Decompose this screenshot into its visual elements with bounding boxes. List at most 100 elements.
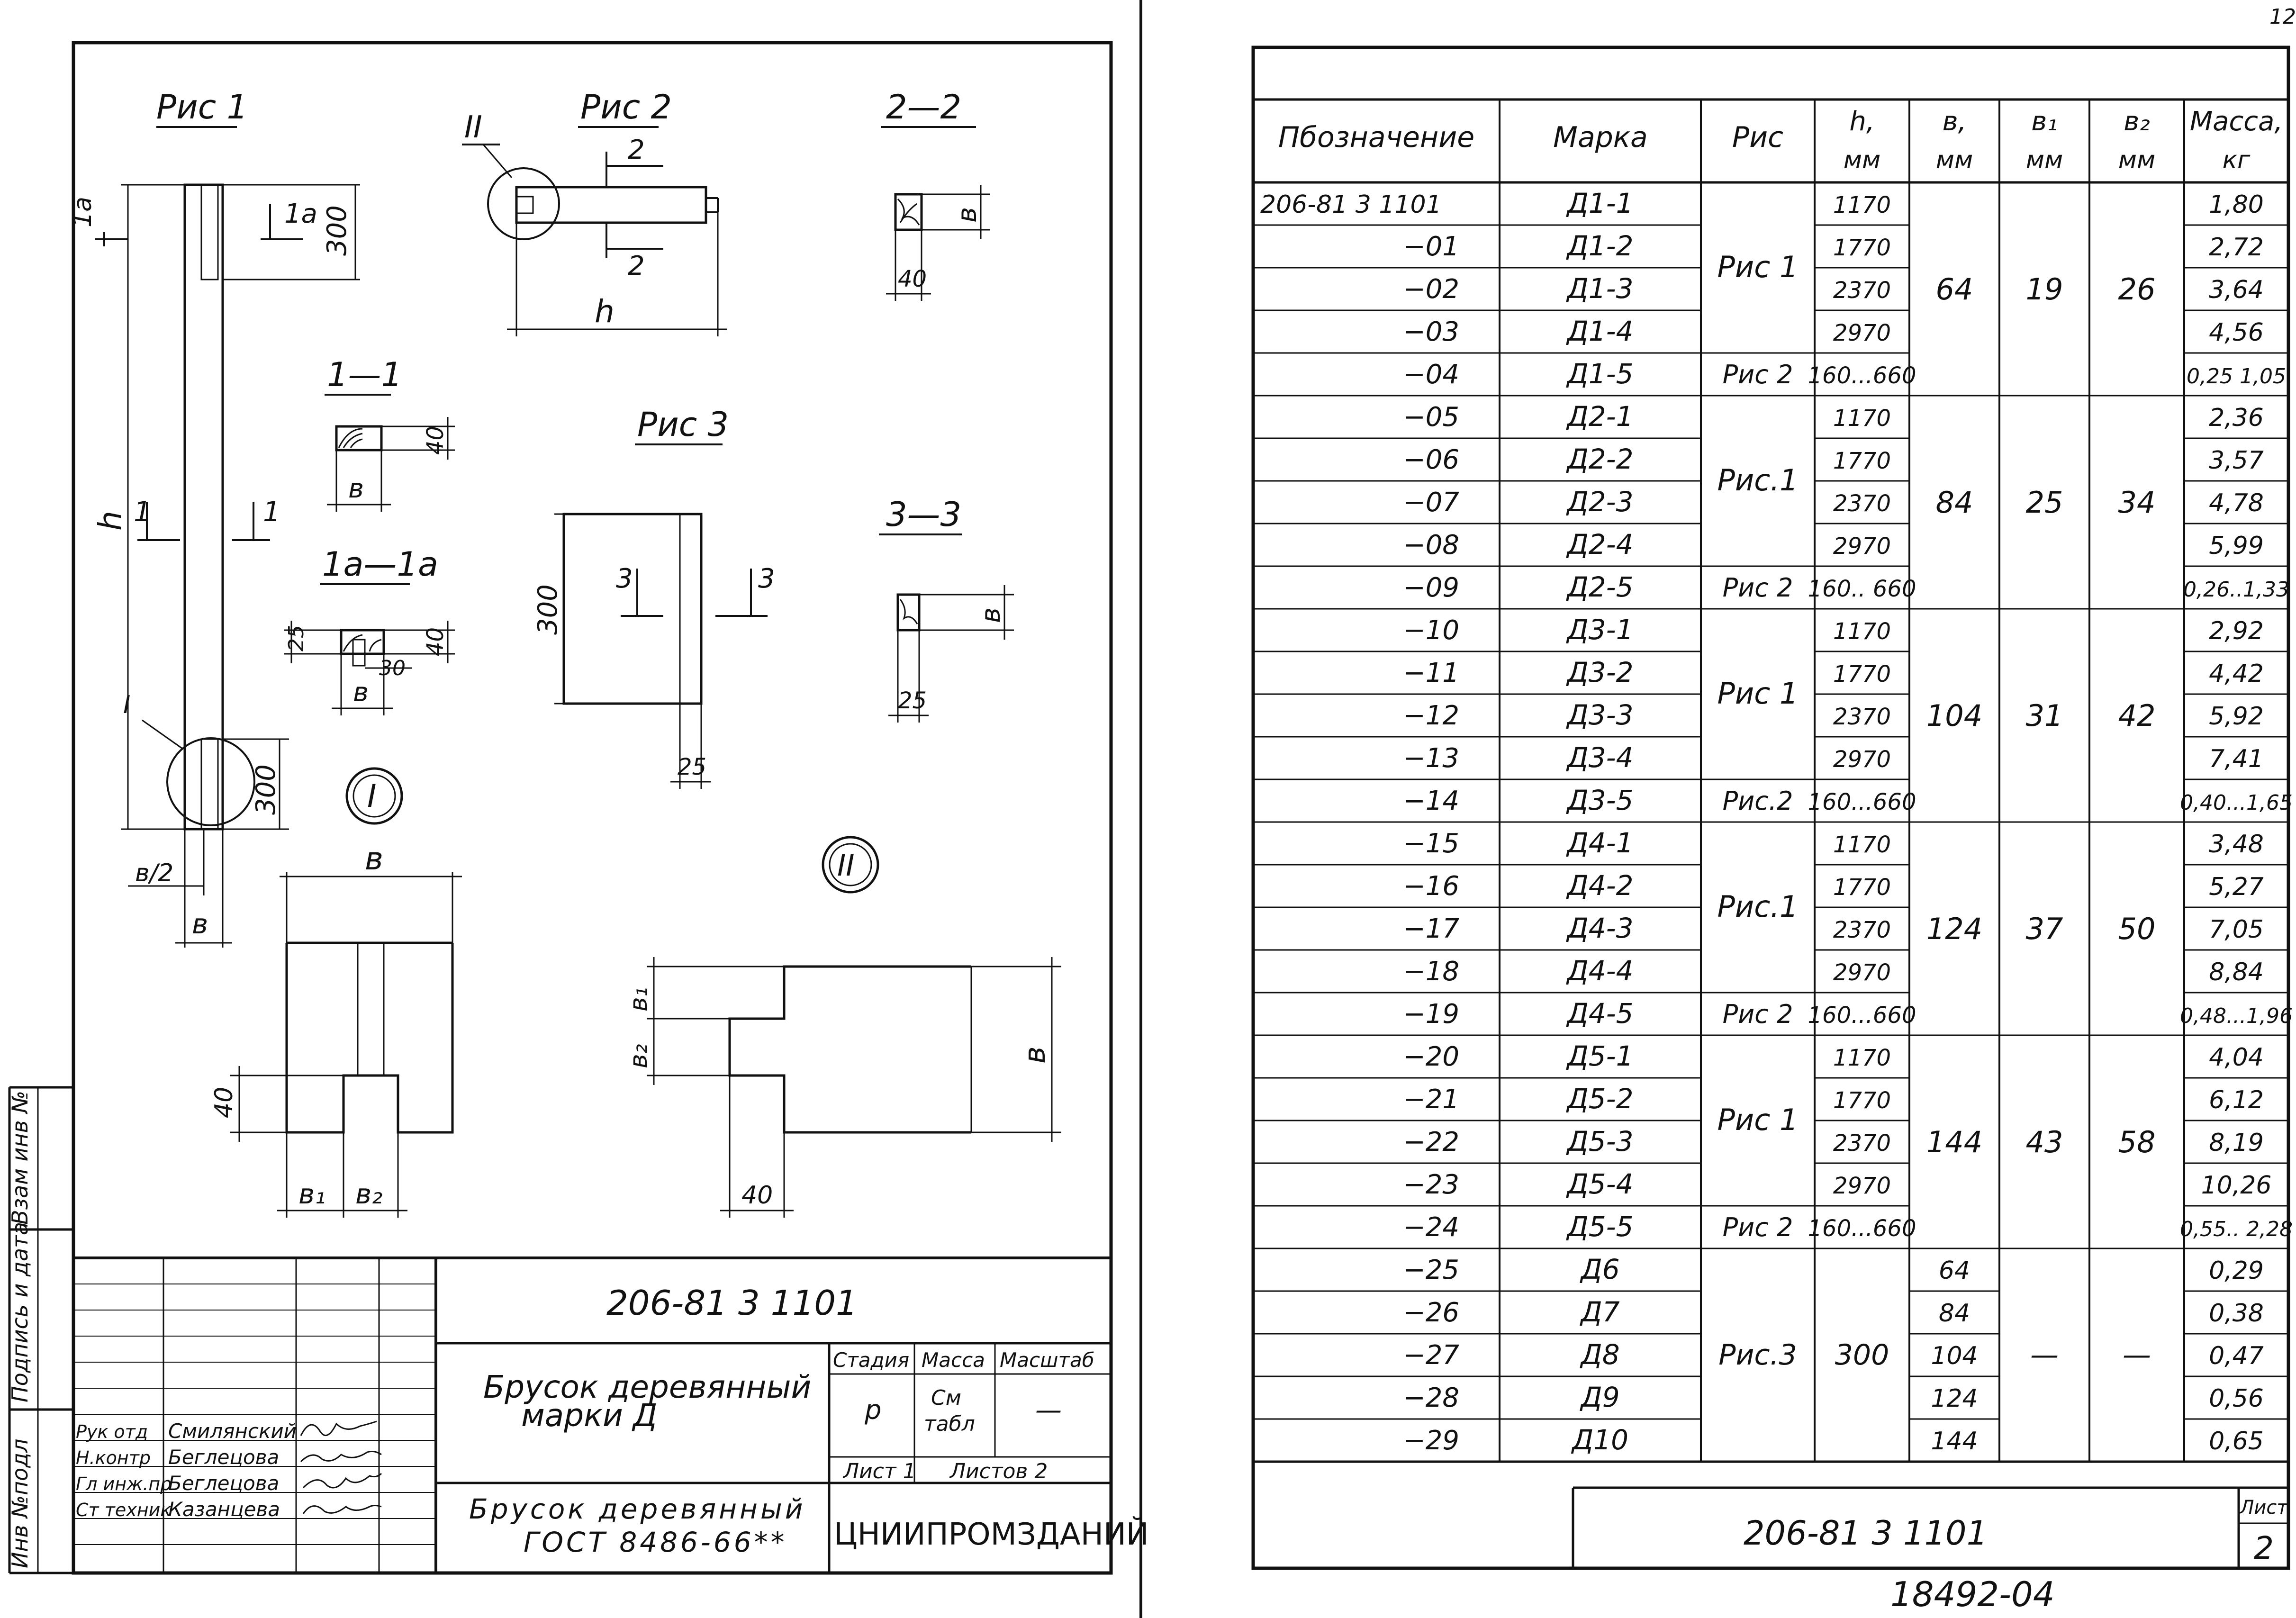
table-cell-marka: Д9 (1579, 1381, 1619, 1413)
table-cell-mass: 0,25 1,05 (2187, 364, 2286, 389)
table-cell-marka: Д2-5 (1565, 571, 1633, 603)
table-cell-h: 160...660 (1808, 1215, 1916, 1242)
table-cell-marka: Д8 (1579, 1338, 1619, 1371)
fig2-cut-2-bottom: 2 (628, 251, 645, 281)
table-header-6: в₂ (2124, 106, 2150, 137)
table-cell-mass: 0,55.. 2,28 (2180, 1217, 2293, 1241)
section-1-1-dim-40: 40 (422, 426, 449, 455)
table-cell-marka: Д6 (1579, 1253, 1619, 1285)
table-cell-mass: 8,84 (2209, 958, 2264, 986)
table-cell-h: 1770 (1833, 1087, 1891, 1114)
table-cell-h: 160...660 (1808, 362, 1916, 389)
table-cell-oboz: −18 (1403, 956, 1459, 987)
table-cell-h: 160...660 (1808, 1002, 1916, 1029)
table-cell-h: 2970 (1833, 320, 1891, 346)
table-cell-oboz: −25 (1403, 1255, 1459, 1285)
page-number: 12 (2269, 5, 2296, 29)
stamp-title-line1: Брусок деревянный (483, 1369, 811, 1405)
table-cell-marka: Д4-4 (1565, 955, 1633, 987)
table-cell-oboz: −14 (1403, 786, 1459, 816)
table-cell-marka: Д1-3 (1565, 272, 1633, 305)
table-cell-marka: Д3-2 (1565, 656, 1633, 688)
table-cell-oboz: −19 (1403, 999, 1459, 1030)
node-I-dim-b1: в₁ (298, 1178, 325, 1210)
table-cell-b: 84 (1939, 1299, 1970, 1328)
table-group-fig-b: Рис 2 (1723, 573, 1793, 603)
section-1a-1a-dim-b: в (353, 677, 369, 708)
table-cell-mass: 0,47 (2209, 1342, 2264, 1370)
table-cell-h: 2370 (1833, 490, 1891, 517)
table-cell-mass: 0,26..1,33 (2183, 578, 2289, 602)
section-1a-1a-dim-30: 30 (379, 656, 406, 680)
table-cell-marka: Д4-2 (1565, 869, 1633, 902)
table-cell-oboz: −21 (1403, 1084, 1459, 1115)
table-header-2: Рис (1732, 121, 1783, 154)
table-cell-oboz: −27 (1403, 1340, 1460, 1371)
table-cell-mass: 5,99 (2209, 532, 2264, 560)
table-header-5: в₁ (2031, 106, 2057, 137)
table-cell-marka: Д3-5 (1565, 784, 1633, 816)
table-group-b: 144 (1926, 1125, 1982, 1159)
table-cell-mass: 6,12 (2209, 1086, 2264, 1114)
stamp-role-3: Гл инж.пр (76, 1473, 172, 1494)
table-cell-oboz: −10 (1403, 615, 1459, 646)
stamp-role-4: Ст техник (76, 1500, 171, 1520)
table-group-b2: 34 (2118, 485, 2156, 520)
table-cell-oboz: −04 (1403, 359, 1459, 390)
table-cell-oboz: −28 (1403, 1383, 1459, 1413)
table-cell-oboz: −26 (1403, 1297, 1459, 1328)
node-II-badge: II (837, 848, 855, 883)
table-group-b: 64 (1936, 272, 1973, 307)
table-group-b1: 43 (2026, 1125, 2063, 1159)
table-cell-h: 1170 (1833, 832, 1891, 858)
table-cell-oboz: −20 (1403, 1041, 1459, 1072)
stamp-role-2: Н.контр (76, 1447, 151, 1468)
table-cell-h: 1770 (1833, 235, 1891, 261)
table-cell-marka: Д7 (1579, 1296, 1619, 1328)
stamp-mass-value-1: См (931, 1386, 961, 1410)
fig1-title: Рис 1 (156, 88, 248, 127)
table-cell-h: 2970 (1833, 959, 1891, 986)
fig1-view: Рис 1 h 300 1а 1а 1 (69, 88, 360, 948)
table-cell-mass: 2,72 (2209, 233, 2264, 262)
node-II-dim-b1: в₁ (624, 987, 653, 1012)
table-cell-mass: 0,40...1,65 (2180, 791, 2293, 815)
table-group-b1: 25 (2026, 485, 2063, 520)
table-header-4-unit: мм (1936, 146, 1973, 174)
table-cell-h: 2370 (1833, 917, 1891, 943)
table-cell-oboz: −03 (1403, 316, 1459, 347)
stamp-mass-value-2: табл (924, 1412, 975, 1436)
table-cell-marka: Д5-1 (1565, 1040, 1633, 1072)
fig1-cut-1a-left: 1а (69, 197, 97, 227)
fig2-cut-2-top: 2 (628, 135, 645, 165)
table-group-fig-a: Рис 1 (1717, 1103, 1799, 1137)
side-strip: Инв №подл Подпись и дата Взам инв № (7, 1086, 73, 1574)
table-cell-mass: 4,42 (2209, 660, 2264, 688)
table-cell-marka: Д1-2 (1565, 230, 1633, 262)
table-cell-oboz: −23 (1403, 1169, 1459, 1200)
table-cell-mass: 3,57 (2209, 446, 2264, 475)
fig2-title: Рис 2 (580, 88, 672, 127)
section-1-1-title: 1—1 (327, 355, 402, 394)
table-cell-oboz: −15 (1403, 828, 1459, 859)
table-group-fig-a: Рис.1 (1717, 889, 1799, 924)
table-cell-oboz: −12 (1403, 700, 1459, 731)
table-cell-oboz: −29 (1403, 1425, 1459, 1456)
table-cell-mass: 7,41 (2209, 745, 2264, 773)
table-cell-mass: 7,05 (2209, 915, 2264, 944)
table-cell-mass: 0,65 (2209, 1427, 2264, 1455)
stamp-name-4: Казанцева (168, 1498, 280, 1521)
table-cell-h: 1170 (1833, 405, 1891, 432)
table-group-b1: 37 (2026, 912, 2063, 946)
stamp-col-stage: Стадия (833, 1348, 909, 1372)
node-I-dim-40: 40 (210, 1087, 238, 1118)
fig1-dim-h: h (92, 511, 128, 531)
table-last-fig: Рис.3 (1718, 1338, 1797, 1372)
table-header-6-unit: мм (2118, 146, 2155, 174)
side-label-podpis: Подпись и дата (7, 1222, 33, 1402)
table-cell-mass: 0,48...1,96 (2180, 1004, 2293, 1028)
fig1-dim-b: в (192, 908, 208, 940)
table-cell-oboz: −13 (1403, 743, 1459, 774)
